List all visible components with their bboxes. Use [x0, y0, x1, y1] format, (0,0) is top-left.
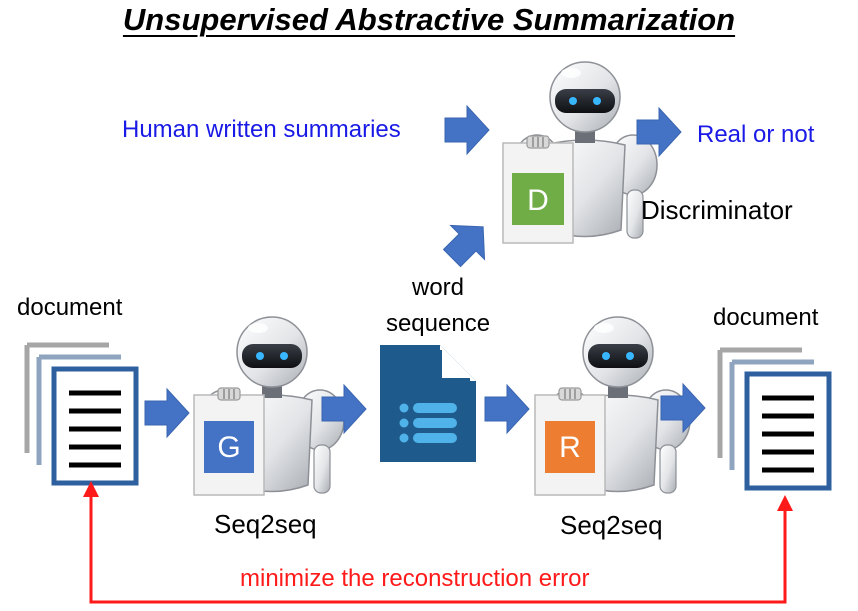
robot-icon-discriminator: D — [502, 61, 658, 244]
badge-d: D — [527, 184, 549, 217]
seq2seq-label-reconstructor: Seq2seq — [560, 510, 663, 540]
arrow-right-icon-summaries — [444, 105, 490, 155]
reconstruction-feedback-arrow — [83, 481, 793, 604]
document-stack-icon-left — [27, 345, 136, 483]
badge-r-box — [545, 421, 595, 473]
arrow-up-icon-to-discriminator — [434, 209, 501, 276]
arrow-right-icon-doc-to-g — [144, 388, 190, 438]
document-label-right: document — [713, 304, 819, 331]
robot-icon-reconstructor: R — [534, 316, 691, 496]
document-label-left: document — [17, 294, 123, 321]
seq2seq-label-generator: Seq2seq — [214, 509, 317, 539]
real-or-not-label: Real or not — [697, 121, 815, 148]
badge-r: R — [559, 431, 581, 464]
badge-g-box — [204, 421, 254, 473]
discriminator-label: Discriminator — [641, 195, 793, 225]
document-stack-icon-right — [720, 350, 829, 488]
word-sequence-icon — [380, 345, 476, 462]
reconstruction-error-label: minimize the reconstruction error — [240, 565, 590, 592]
human-summaries-label: Human written summaries — [122, 116, 401, 143]
word-sequence-label-line1: word — [411, 274, 465, 301]
badge-d-box — [512, 173, 564, 225]
diagram-title: Unsupervised Abstractive Summarization — [122, 2, 736, 37]
arrow-right-icon-seq-to-r — [484, 384, 530, 434]
word-sequence-label-line2: sequence — [385, 310, 491, 337]
badge-g: G — [217, 431, 240, 464]
robot-icon-generator: G — [193, 316, 345, 496]
